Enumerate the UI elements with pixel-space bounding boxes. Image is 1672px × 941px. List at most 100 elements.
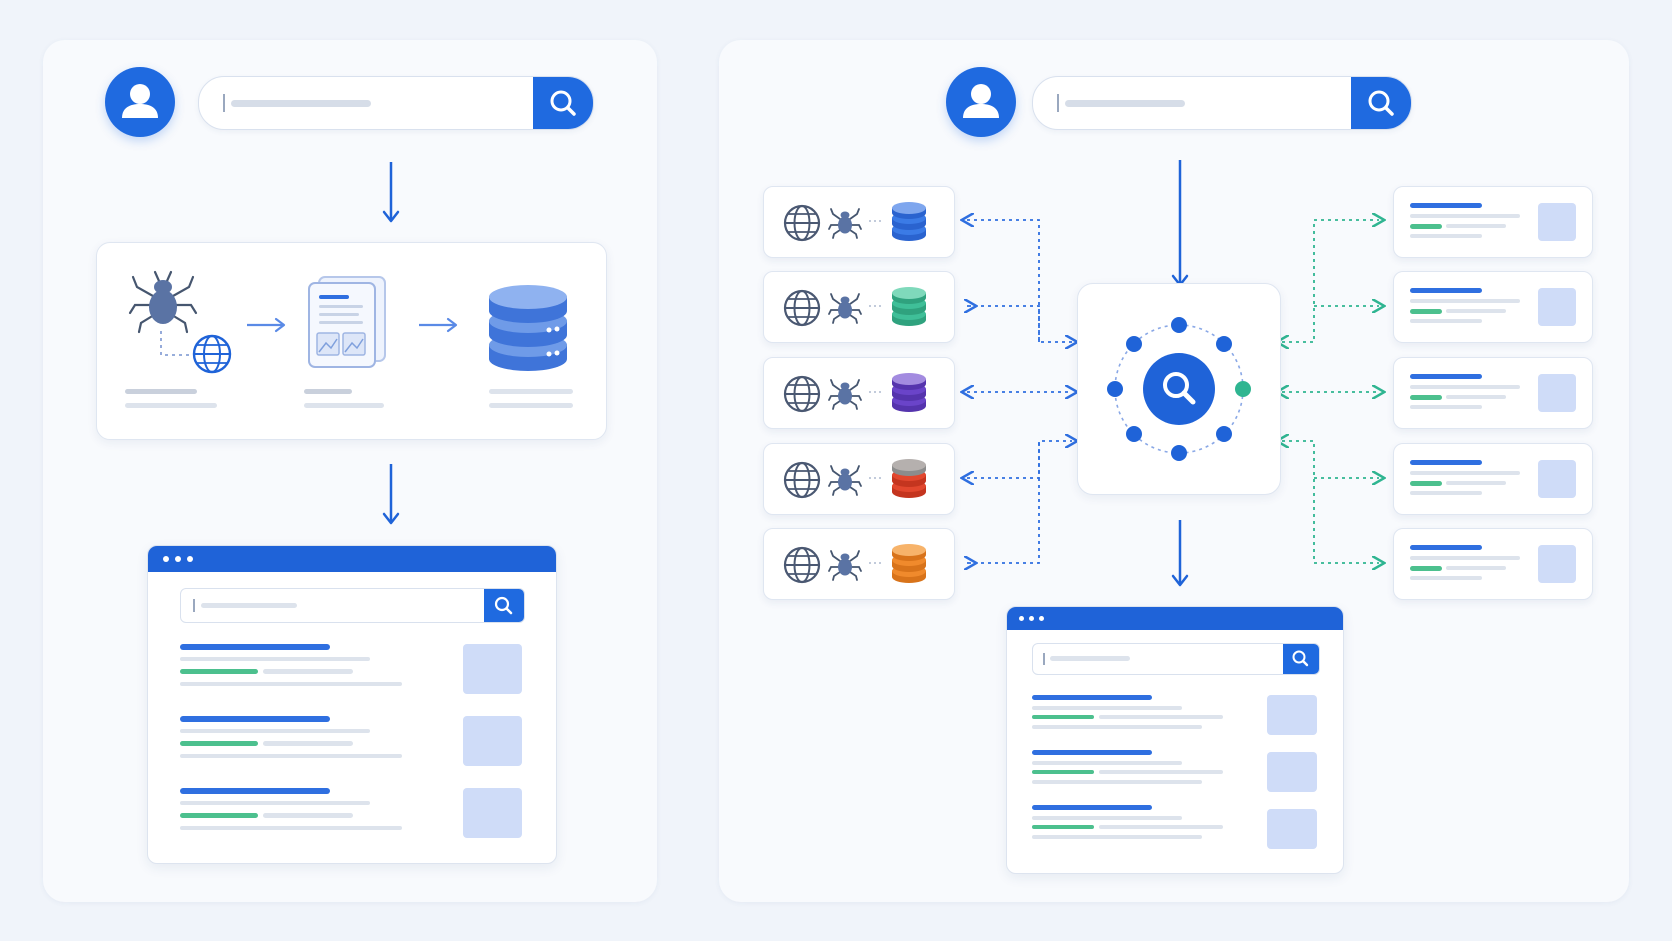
result-card[interactable] [1393,186,1593,258]
result-title[interactable] [180,644,330,650]
search-bar[interactable] [1032,76,1412,130]
caption-bar [489,389,573,394]
arrow-down-2 [1171,520,1189,587]
result-url [1032,761,1182,765]
search-hub-card [1077,283,1281,495]
search-caret [1043,653,1045,665]
search-bar[interactable] [198,76,594,130]
user-icon [963,84,999,118]
result-card[interactable] [1393,528,1593,600]
result-thumbnail [463,716,522,766]
result-snippet [1446,566,1506,570]
result-thumbnail [1538,545,1576,583]
result-title[interactable] [1032,805,1152,810]
arrow-right-2 [419,317,458,333]
globe-icon [783,375,821,413]
window-dot [1019,616,1024,621]
result-title[interactable] [1410,203,1482,208]
result-card[interactable] [1393,357,1593,429]
user-avatar [946,67,1016,137]
spider-icon [828,465,862,496]
result-title[interactable] [1032,750,1152,755]
results-search-input[interactable] [1032,643,1320,675]
link-dots [869,562,883,564]
result-snippet [180,754,402,758]
document-stack-icon [308,276,386,368]
caption-bar [125,403,217,408]
source-card [763,186,955,258]
left-panel [43,40,657,902]
search-caret [223,94,225,112]
spider-icon [128,270,198,334]
caption-bar [125,389,197,394]
result-snippet-accent [1410,224,1442,229]
result-snippet [180,682,402,686]
search-button[interactable] [1351,77,1411,129]
database-icon [892,202,926,241]
search-results-window [1006,606,1344,874]
result-snippet-accent [1032,770,1094,774]
window-dot [163,556,169,562]
results-search-input[interactable] [180,588,525,623]
result-url [1032,816,1182,820]
result-card[interactable] [1393,271,1593,343]
result-snippet [1410,214,1520,218]
link-dots [869,305,883,307]
result-title[interactable] [1410,460,1482,465]
result-title[interactable] [1410,288,1482,293]
result-snippet [1032,835,1202,839]
window-title-bar [148,546,556,572]
globe-icon [783,204,821,242]
result-snippet-accent [1410,481,1442,486]
spider-icon [828,208,862,239]
result-thumbnail [1267,695,1317,735]
search-button[interactable] [533,77,593,129]
globe-icon [783,461,821,499]
result-snippet-accent [1410,566,1442,571]
result-snippet [1446,395,1506,399]
result-snippet-accent [180,813,258,818]
result-card[interactable] [1393,443,1593,515]
result-snippet [1446,224,1506,228]
result-snippet [1410,556,1520,560]
link-dots [869,477,883,479]
search-icon [1292,650,1309,667]
result-title[interactable] [180,716,330,722]
globe-icon [783,546,821,584]
search-placeholder [1050,656,1130,661]
globe-icon [192,334,232,374]
search-results-window [147,545,557,864]
source-card [763,357,955,429]
result-snippet [1410,471,1520,475]
database-icon [892,544,926,583]
database-icon [892,373,926,412]
result-snippet [1410,234,1482,238]
caption-bar [304,389,352,394]
result-thumbnail [1538,203,1576,241]
arrow-down-2 [382,464,400,525]
result-snippet-accent [180,669,258,674]
result-thumbnail [463,644,522,694]
window-dot [1029,616,1034,621]
window-dot [175,556,181,562]
results-search-button[interactable] [484,589,524,622]
result-snippet [1446,309,1506,313]
search-placeholder [1065,100,1185,107]
result-snippet [1446,481,1506,485]
result-thumbnail [1538,288,1576,326]
database-icon [892,287,926,326]
window-dot [1039,616,1044,621]
right-panel [719,40,1629,902]
result-snippet [1032,780,1202,784]
result-title[interactable] [1032,695,1152,700]
result-title[interactable] [1410,545,1482,550]
result-title[interactable] [180,788,330,794]
arrow-right-1 [247,317,286,333]
result-snippet [1099,770,1223,774]
result-snippet [263,813,353,818]
database-icon [892,459,926,498]
search-caret [193,599,195,612]
result-title[interactable] [1410,374,1482,379]
results-search-button[interactable] [1283,644,1319,674]
result-snippet [1099,715,1223,719]
